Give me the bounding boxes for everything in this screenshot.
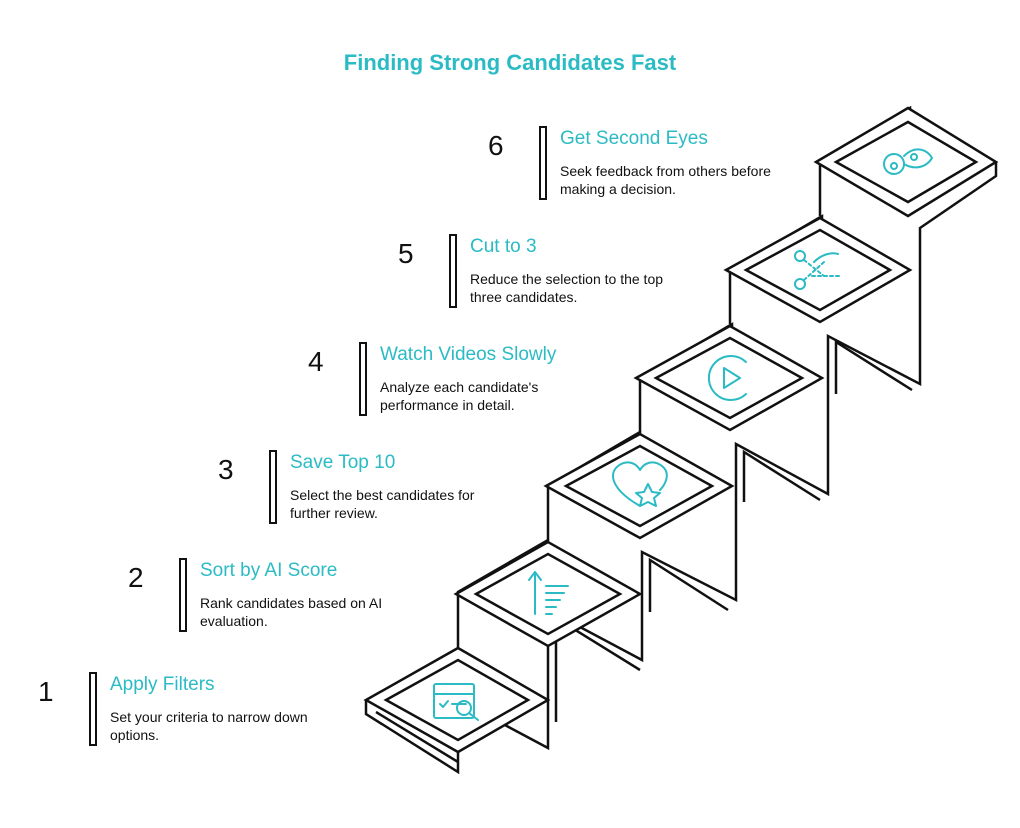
heart-star-icon: [612, 461, 668, 507]
step-number: 3: [218, 454, 234, 485]
step-number: 4: [308, 346, 324, 377]
step-number: 1: [38, 676, 54, 707]
eyes-icon: [883, 148, 933, 175]
step-heading: Save Top 10: [290, 452, 396, 473]
step-heading: Sort by AI Score: [200, 560, 338, 581]
step-description: Set your criteria to narrow down options…: [110, 709, 308, 743]
sort-ascending-icon: [528, 571, 569, 615]
step-heading: Cut to 3: [470, 236, 537, 257]
scissors-icon: [794, 250, 843, 290]
step-description: Reduce the selection to the top three ca…: [470, 271, 664, 305]
step-description: Rank candidates based on AI evaluation.: [200, 595, 383, 629]
step-description: Seek feedback from others before making …: [560, 163, 771, 197]
page-title: Finding Strong Candidates Fast: [343, 50, 677, 75]
step-divider: [539, 126, 547, 200]
step-divider: [89, 672, 97, 746]
step-heading: Apply Filters: [110, 674, 215, 695]
step-heading: Watch Videos Slowly: [380, 344, 557, 365]
filter-search-icon: [433, 683, 479, 721]
step-divider: [179, 558, 187, 632]
step-number: 5: [398, 238, 414, 269]
step-heading: Get Second Eyes: [560, 128, 708, 149]
step-divider: [269, 450, 277, 524]
step-divider: [449, 234, 457, 308]
step-description: Analyze each candidate's performance in …: [380, 379, 539, 413]
step-tile-6: [813, 106, 999, 218]
step-number: 2: [128, 562, 144, 593]
step-number: 6: [488, 130, 504, 161]
step-description: Select the best candidates for further r…: [290, 487, 475, 521]
play-icon: [707, 355, 747, 401]
step-divider: [359, 342, 367, 416]
